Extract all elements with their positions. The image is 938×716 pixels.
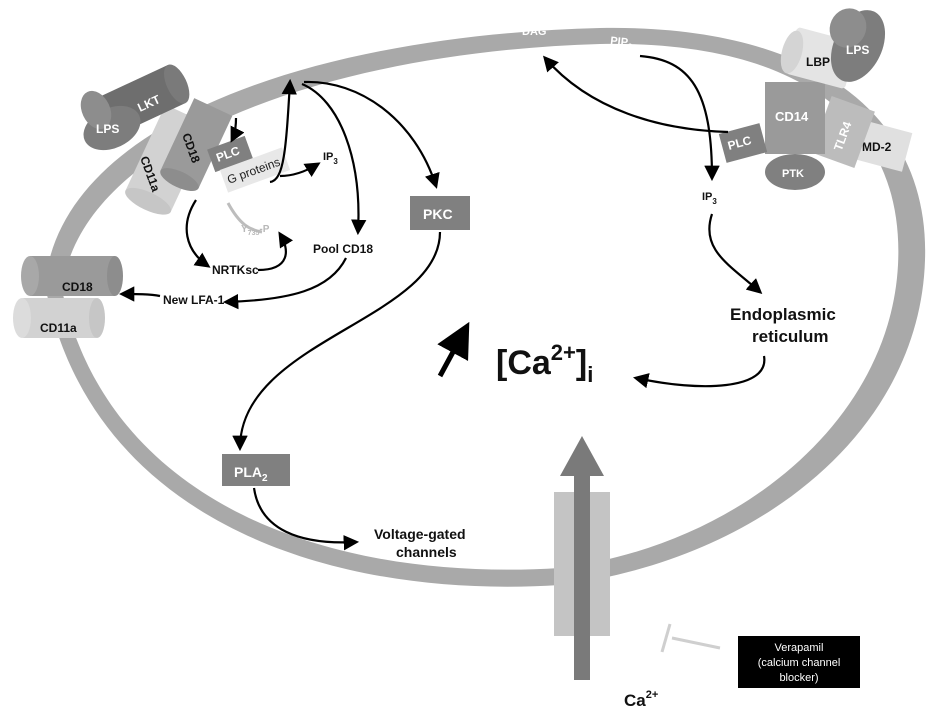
verapamil-label-line2: (calcium channel bbox=[758, 657, 841, 669]
ptk-label: PTK bbox=[782, 168, 804, 180]
lfa1-receptor: CD18 CD11a bbox=[13, 256, 123, 338]
verapamil-box bbox=[738, 636, 860, 688]
voltage-gated-label-line1: Voltage-gated bbox=[374, 526, 466, 542]
calcium-channel bbox=[554, 436, 610, 680]
intracellular-calcium-label: [Ca2+]i bbox=[496, 340, 593, 387]
nrtksc-label: NRTKsc bbox=[212, 263, 259, 277]
pla2-label: PLA2 bbox=[234, 464, 268, 484]
pkc-box bbox=[410, 196, 470, 230]
left-receptor-complex: CD11a CD18 LKT LPS PLC G proteins bbox=[80, 64, 291, 215]
cd14-label: CD14 bbox=[775, 109, 809, 124]
new-lfa1-label: New LFA-1 bbox=[163, 293, 225, 307]
pool-cd18-label: Pool CD18 bbox=[313, 242, 373, 256]
right-lps-label: LPS bbox=[846, 43, 869, 57]
lbp-label: LBP bbox=[806, 55, 830, 69]
pla2-box bbox=[222, 454, 290, 486]
membrane-pip2-right: PIP2 bbox=[609, 35, 633, 51]
right-ip3-label: IP3 bbox=[702, 191, 717, 206]
right-plc-label: PLC bbox=[726, 133, 753, 153]
verapamil-label-line1: Verapamil bbox=[775, 642, 824, 654]
extracellular-calcium-label: Ca2+ bbox=[624, 689, 658, 710]
lfa1-cd11a-label: CD11a bbox=[40, 321, 77, 335]
membrane-dag-right: DAG bbox=[522, 26, 546, 38]
membrane-pip2-left: PIP2 bbox=[209, 77, 235, 98]
right-receptor-complex: MD-2 TLR4 CD14 LBP LPS PTK PLC bbox=[718, 8, 913, 190]
left-ip3-label: IP3 bbox=[323, 151, 338, 166]
y735p-label: Y735-P bbox=[241, 224, 270, 237]
left-lps-label: LPS bbox=[96, 122, 119, 136]
lfa1-cd18-label: CD18 bbox=[62, 280, 93, 294]
md2-label: MD-2 bbox=[862, 140, 892, 154]
er-label-line1: Endoplasmic bbox=[730, 305, 836, 324]
verapamil-label-line3: blocker) bbox=[779, 672, 818, 684]
er-label-line2: reticulum bbox=[752, 327, 829, 346]
pkc-label: PKC bbox=[423, 206, 453, 222]
voltage-gated-label-line2: channels bbox=[396, 544, 457, 560]
